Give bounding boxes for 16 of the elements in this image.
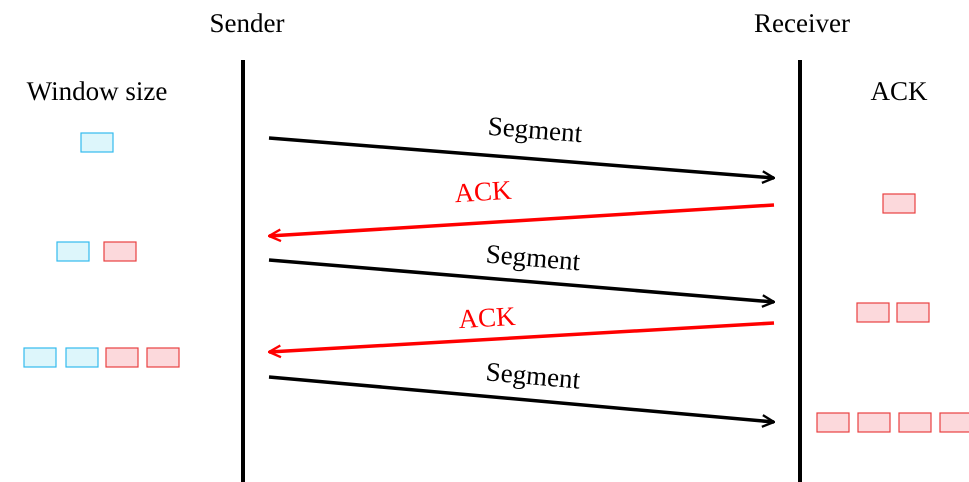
message-arrow: [268, 321, 774, 358]
edge-label: Segment: [484, 358, 582, 394]
message-arrow: [268, 203, 774, 242]
lifeline: [241, 60, 245, 482]
edge-label: Segment: [484, 240, 582, 276]
lifeline-heading: Receiver: [754, 10, 850, 37]
edge-label: ACK: [458, 302, 516, 334]
column-heading: ACK: [870, 78, 928, 105]
message-arrow: [268, 258, 776, 308]
edge-label: ACK: [454, 176, 512, 208]
message-arrow: [268, 375, 776, 428]
column-heading: Window size: [26, 78, 168, 105]
edge-label: Segment: [486, 112, 584, 148]
message-arrow: [268, 136, 776, 184]
lifeline: [798, 60, 802, 482]
lifeline-heading: Sender: [210, 10, 284, 37]
